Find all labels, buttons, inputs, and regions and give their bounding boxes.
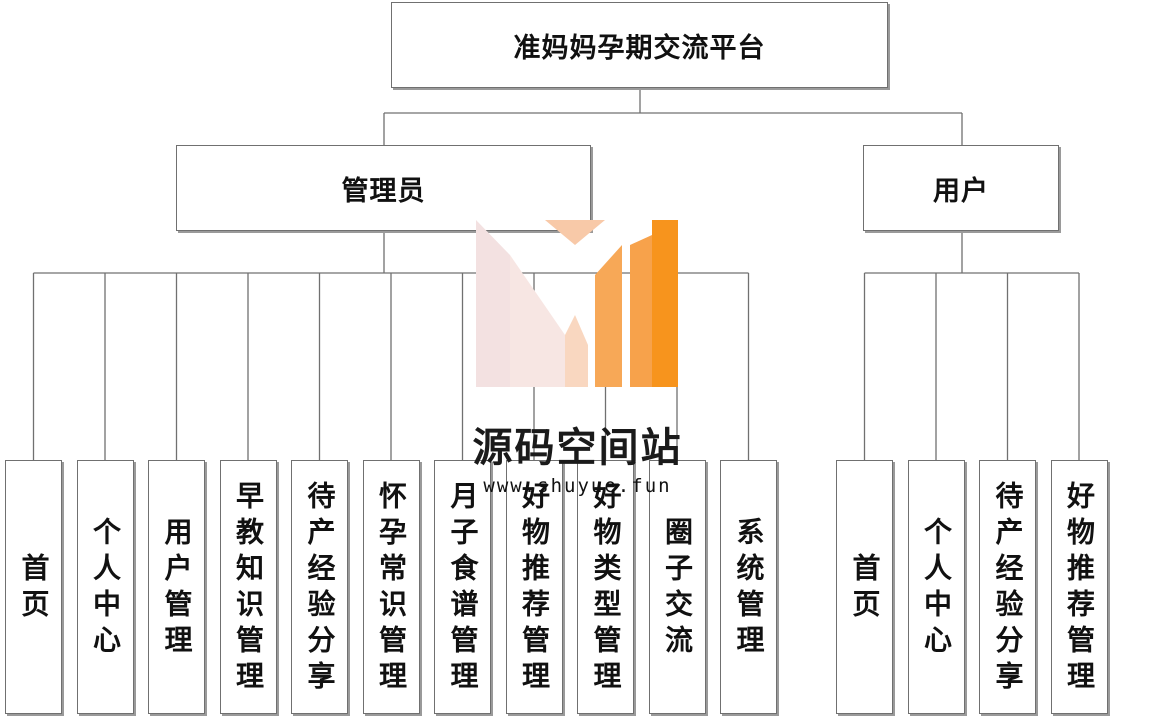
module-label: 好物类型管理 [589,481,623,697]
module-label: 早教知识管理 [232,481,265,697]
module-node: 好物推荐管理 [505,460,563,714]
module-node: 个人中心 [76,460,134,714]
module-label: 好物推荐管理 [1063,481,1096,697]
role-node-admin: 管理员 [176,145,591,231]
module-node: 首页 [5,460,62,714]
module-node: 早教知识管理 [219,460,277,714]
module-label: 个人中心 [920,517,953,661]
module-node: 怀孕常识管理 [362,460,420,714]
module-node: 好物推荐管理 [1050,460,1108,714]
module-node: 首页 [836,460,893,714]
module-label: 待产经验分享 [303,481,337,697]
module-label: 待产经验分享 [991,481,1025,697]
module-label: 系统管理 [732,517,766,661]
module-label: 月子食谱管理 [446,481,480,697]
role-label: 管理员 [341,175,426,207]
module-node: 待产经验分享 [979,460,1036,714]
root-label: 准妈妈孕期交流平台 [513,32,766,64]
module-label: 圈子交流 [661,517,694,661]
role-label: 用户 [933,175,989,207]
module-node: 待产经验分享 [291,460,348,714]
module-label: 怀孕常识管理 [375,481,408,697]
module-node: 圈子交流 [648,460,706,714]
module-node: 月子食谱管理 [434,460,491,714]
role-node-user: 用户 [863,145,1059,231]
root-node: 准妈妈孕期交流平台 [391,2,888,88]
module-node: 个人中心 [907,460,965,714]
module-label: 首页 [17,553,51,625]
module-node: 系统管理 [720,460,777,714]
module-node: 好物类型管理 [577,460,634,714]
module-label: 用户管理 [160,517,194,661]
module-label: 好物推荐管理 [518,481,551,697]
module-node: 用户管理 [148,460,205,714]
module-label: 个人中心 [89,517,122,661]
module-label: 首页 [848,553,882,625]
